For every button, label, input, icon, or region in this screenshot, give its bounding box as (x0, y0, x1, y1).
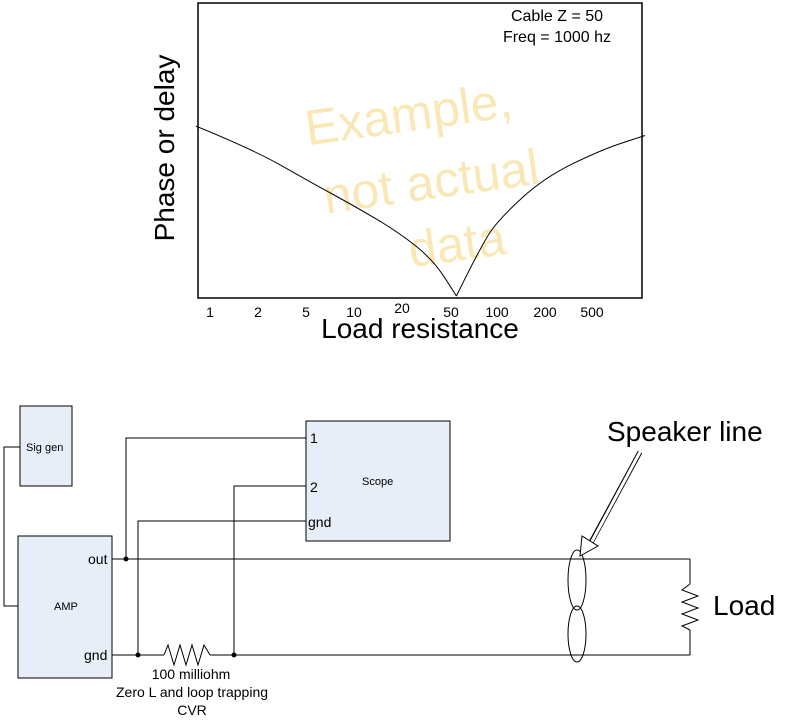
y-axis-label: Phase or delay (149, 55, 180, 242)
sig-gen-label: Sig gen (26, 442, 63, 454)
junction-dot (135, 652, 141, 658)
speaker-line-arrow-head (579, 535, 599, 557)
wire-scope-ch2 (233, 485, 306, 655)
scope-label: Scope (362, 476, 393, 488)
annotation-freq: Freq = 1000 hz (503, 29, 611, 46)
x-tick-label: 500 (580, 304, 604, 320)
x-tick-labels: 1 2 5 10 20 50 100 200 500 (206, 300, 604, 320)
sig-gen-box (19, 405, 73, 487)
resistor-label-1: 100 milliohm (152, 666, 231, 682)
chart: Example, not actual data Cable Z = 50 Fr… (149, 2, 646, 344)
wire-siggen-amp (3, 446, 20, 607)
x-tick-label: 10 (346, 304, 362, 320)
wire-scope-gnd (137, 520, 306, 655)
amp-gnd-label: gnd (84, 647, 107, 663)
speaker-line-arrow-fill (588, 451, 642, 546)
junction-dot (123, 556, 129, 562)
x-tick-label: 2 (254, 304, 262, 320)
scope-pin-1: 1 (310, 430, 318, 446)
speaker-line-ellipse-top (567, 549, 587, 611)
load-label: Load (713, 590, 775, 621)
junction-dot (231, 652, 237, 658)
amp-out-label: out (88, 551, 108, 567)
load-resistor (680, 583, 700, 631)
wire-scope-ch1 (125, 437, 306, 559)
circuit (3, 405, 700, 679)
series-line (195, 125, 646, 297)
amp-label: AMP (54, 601, 78, 613)
scope-gnd-label: gnd (308, 514, 331, 530)
circuit-labels: Sig gen AMP out gnd Scope 1 2 gnd 100 mi… (26, 416, 775, 718)
resistor-label-3: CVR (177, 702, 207, 718)
speaker-line-ellipse-bottom (567, 605, 587, 663)
x-tick-label: 5 (302, 304, 310, 320)
x-tick-label: 20 (394, 300, 410, 316)
x-tick-label: 1 (206, 304, 214, 320)
watermark-line-3: data (405, 209, 509, 278)
annotation-cable-z: Cable Z = 50 (511, 8, 603, 25)
scope-pin-2: 2 (310, 479, 318, 495)
resistor-label-2: Zero L and loop trapping (116, 684, 268, 700)
x-axis-label: Load resistance (321, 313, 519, 344)
x-tick-label: 50 (443, 304, 459, 320)
speaker-line-label: Speaker line (607, 416, 763, 447)
scope-box (305, 420, 451, 542)
x-tick-label: 100 (485, 304, 509, 320)
x-tick-label: 200 (533, 304, 557, 320)
resistor-cvr (163, 643, 211, 667)
amp-box (17, 535, 113, 679)
